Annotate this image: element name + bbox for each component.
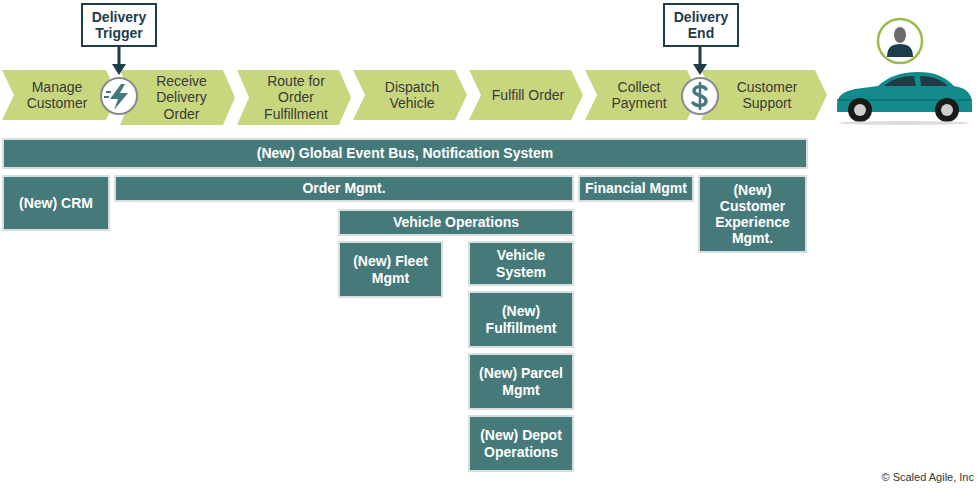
node-text: Manage Customer [16, 79, 98, 111]
chevron-fill [353, 70, 467, 120]
capability-box: Vehicle System [468, 241, 574, 286]
node-text: (New) Parcel Mgmt [474, 365, 568, 397]
process-chevron: Fulfill Order [469, 70, 583, 120]
process-chevron: Receive Delivery Order [120, 70, 235, 125]
node-text: Vehicle System [474, 247, 568, 279]
node-text: Collect Payment [599, 79, 679, 111]
capability-box: (New) CRM [2, 175, 110, 231]
callout-arrow [118, 47, 121, 66]
capability-box: (New) Fleet Mgmt [338, 241, 443, 298]
node-text: Receive Delivery Order [138, 73, 225, 121]
speed-line [104, 96, 109, 98]
node-text: (New) CRM [19, 195, 93, 211]
node-text: (New) Fulfillment [474, 303, 568, 335]
node-text: Customer Support [721, 79, 813, 111]
capability-box: (New) Fulfillment [468, 291, 574, 348]
trigger-icon [101, 78, 137, 114]
process-chevron: Customer Support [701, 70, 827, 120]
chevron-fill [469, 70, 583, 120]
capability-bar: Order Mgmt. [114, 175, 574, 202]
node-text: Fulfill Order [492, 87, 564, 103]
capability-box: (New) Parcel Mgmt [468, 353, 574, 410]
dollar-bar [699, 82, 702, 110]
node-text: Delivery Trigger [85, 9, 153, 41]
chevron-fill [237, 70, 351, 125]
capability-bar: (New) Global Event Bus, Notification Sys… [2, 138, 808, 169]
node-text: Financial Mgmt [585, 180, 687, 196]
chevron-fill [585, 70, 699, 120]
node-text: Vehicle Operations [393, 214, 519, 230]
person-head [894, 27, 906, 43]
capability-bar: Vehicle Operations [338, 209, 574, 236]
chevron-fill [120, 70, 235, 125]
copyright-note: © Scaled Agile, Inc [882, 471, 975, 483]
capability-box: (New) Customer Experience Mgmt. [698, 175, 807, 253]
person-icon [878, 19, 922, 63]
process-chevron: Dispatch Vehicle [353, 70, 467, 120]
chevron-fill [701, 70, 827, 120]
person-body [887, 44, 913, 57]
callout-arrow [699, 47, 702, 66]
node-text: Route for Order Fulfillment [251, 73, 341, 121]
node-text: (New) Customer Experience Mgmt. [704, 182, 801, 246]
callout-box: Delivery Trigger [81, 3, 157, 47]
node-text: Order Mgmt. [302, 180, 385, 196]
node-text: (New) Fleet Mgmt [344, 253, 437, 285]
lightning-symbol [110, 84, 128, 110]
callout-box: Delivery End [663, 3, 739, 47]
process-chevron: Route for Order Fulfillment [237, 70, 351, 125]
payment-icon [682, 78, 718, 114]
node-text: (New) Depot Operations [474, 427, 568, 459]
chevron-fill [2, 70, 118, 120]
node-text: Dispatch Vehicle [367, 79, 457, 111]
capability-box: (New) Depot Operations [468, 415, 574, 472]
node-text: Delivery End [667, 9, 735, 41]
node-text: (New) Global Event Bus, Notification Sys… [257, 145, 553, 161]
capability-box: Financial Mgmt [578, 175, 694, 202]
car-illustration [837, 72, 972, 125]
speed-line [106, 91, 111, 93]
